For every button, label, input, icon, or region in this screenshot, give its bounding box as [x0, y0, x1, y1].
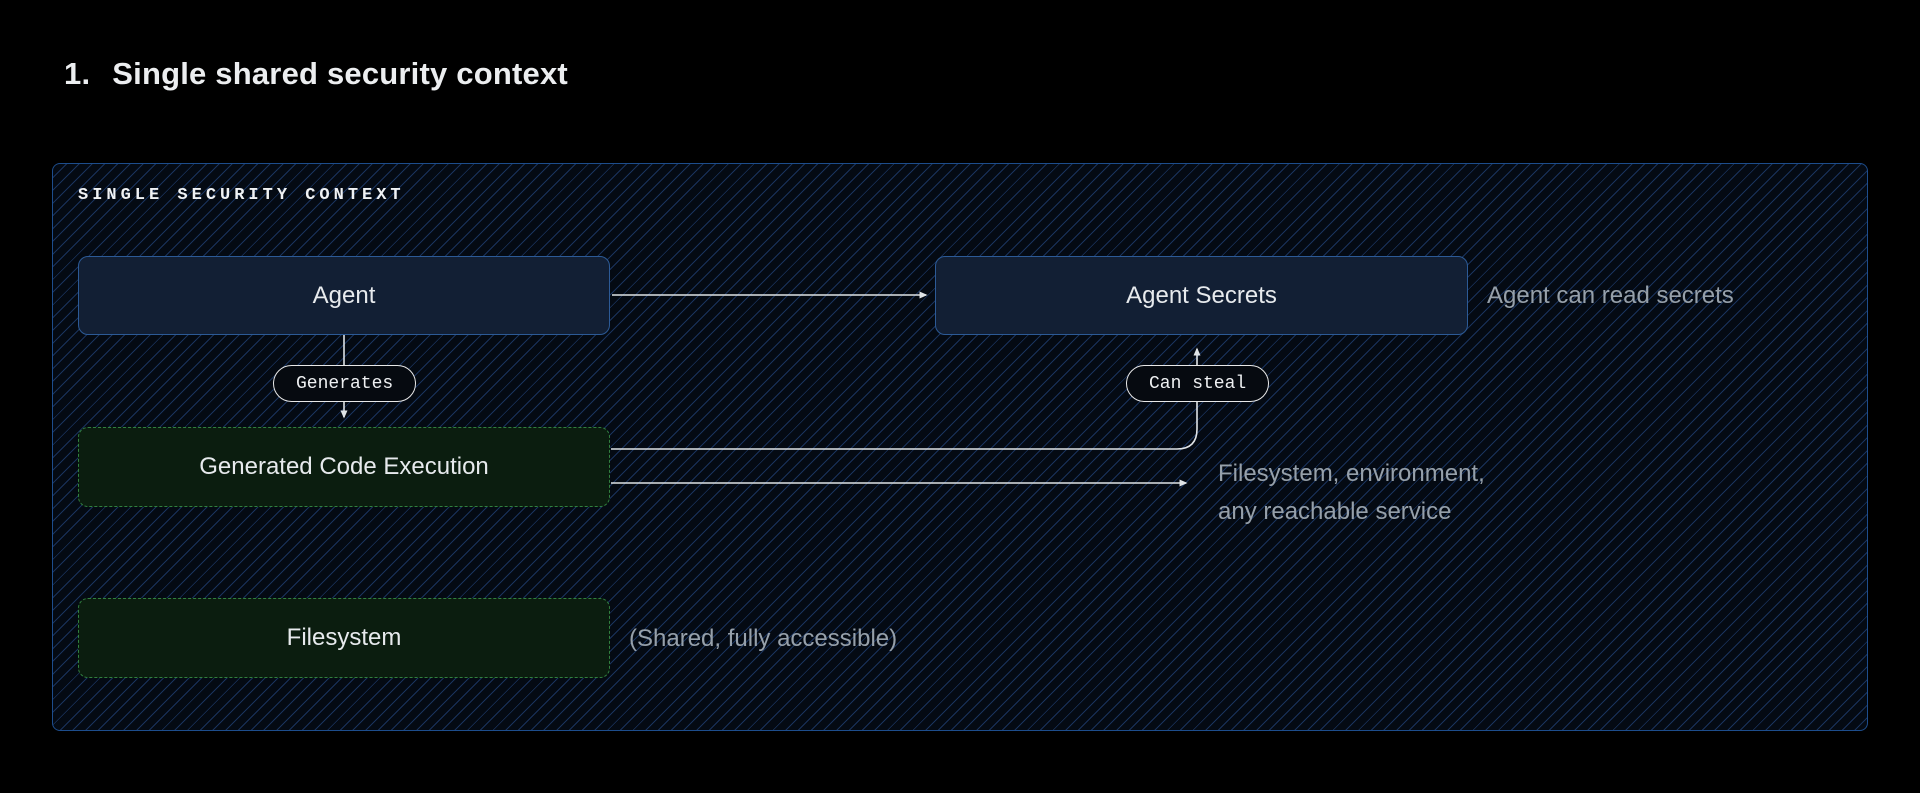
edge-label-generates: Generates [273, 365, 417, 402]
page-title: 1. Single shared security context [64, 56, 568, 92]
edge-label-can-steal: Can steal [1126, 365, 1270, 402]
annotation-shared-fully-accessible: (Shared, fully accessible) [629, 625, 898, 652]
annotation-agent-can-read-secrets: Agent can read secrets [1487, 282, 1734, 309]
page-title-text: Single shared security context [112, 56, 568, 91]
annotation-reachable-line2: any reachable service [1218, 498, 1452, 525]
node-agent: Agent [78, 256, 610, 335]
node-filesystem-label: Filesystem [286, 624, 402, 651]
node-agent-label: Agent [312, 281, 376, 309]
node-agent-secrets-label: Agent Secrets [1126, 281, 1277, 309]
annotation-reachable-services: Filesystem, environment, any reachable s… [1218, 455, 1638, 531]
security-context-label: SINGLE SECURITY CONTEXT [78, 186, 405, 205]
node-generated-code-execution: Generated Code Execution [78, 427, 610, 507]
edge-label-generates-text: Generates [296, 373, 394, 394]
page-title-number: 1. [64, 56, 91, 91]
node-generated-code-execution-label: Generated Code Execution [199, 453, 489, 480]
node-agent-secrets: Agent Secrets [935, 256, 1468, 335]
annotation-reachable-line1: Filesystem, environment, [1218, 460, 1485, 487]
edge-label-can-steal-text: Can steal [1149, 373, 1247, 394]
node-filesystem: Filesystem [78, 598, 610, 678]
